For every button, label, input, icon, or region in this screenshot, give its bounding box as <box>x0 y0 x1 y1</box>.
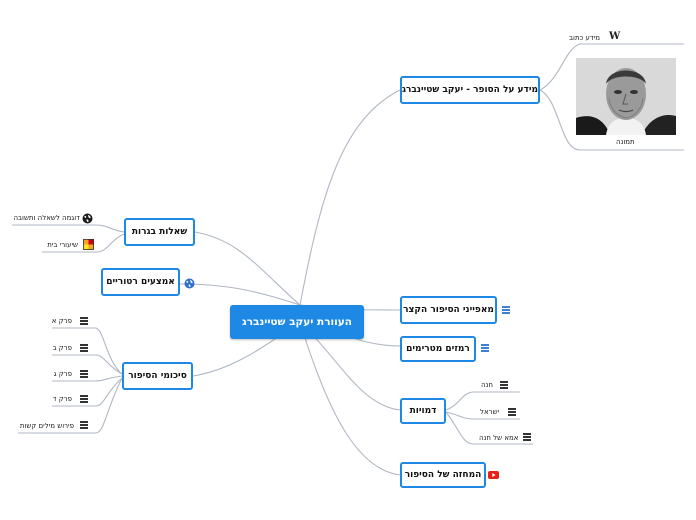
node-play-of-story[interactable]: המחזה של הסיפור <box>400 462 486 488</box>
globe-icon[interactable] <box>184 278 195 289</box>
central-topic[interactable]: העוורת יעקב שטיינברג <box>230 305 364 339</box>
leaf-written-info[interactable]: מידע כתוב <box>568 34 600 42</box>
leaf-chapter-d[interactable]: פרק ד <box>52 395 72 403</box>
leaf-difficult-words[interactable]: פירוש מילים קשות <box>19 422 74 430</box>
notes-icon[interactable] <box>500 381 508 389</box>
leaf-chapter-b[interactable]: פרק ב <box>52 344 72 352</box>
leaf-character-hannah[interactable]: חנה <box>481 381 493 389</box>
notes-icon[interactable] <box>80 344 88 352</box>
notes-icon[interactable] <box>523 433 531 441</box>
author-photo[interactable] <box>576 58 676 135</box>
node-matriculation-questions[interactable]: שאלות בגרות <box>124 218 195 246</box>
leaf-character-mother[interactable]: אמא של חנה <box>479 434 519 442</box>
notes-icon[interactable] <box>80 395 88 403</box>
leaf-sample-question[interactable]: דוגמה לשאלה ותשובה <box>13 214 80 222</box>
notes-icon[interactable] <box>80 317 88 325</box>
node-author-info[interactable]: מידע על הסופר - יעקב שטיינברג <box>400 76 540 104</box>
notes-icon[interactable] <box>508 408 516 416</box>
leaf-chapter-c[interactable]: פרק ג <box>53 370 72 378</box>
node-story-summaries[interactable]: סיכומי הסיפור <box>122 362 193 390</box>
notes-icon[interactable] <box>80 421 88 429</box>
node-rhetorical-devices[interactable]: אמצעים רטוריים <box>101 268 180 296</box>
youtube-icon[interactable] <box>488 471 499 479</box>
leaf-chapter-a[interactable]: פרק א <box>51 317 72 325</box>
node-foreshadowing[interactable]: רמזים מטרימים <box>400 336 476 362</box>
portrait-image <box>576 58 676 135</box>
homework-icon[interactable] <box>83 239 94 250</box>
leaf-image-caption[interactable]: תמונה <box>616 138 635 146</box>
leaf-character-israel[interactable]: ישראל <box>480 408 500 416</box>
notes-icon[interactable] <box>502 306 510 314</box>
leaf-homework[interactable]: שיעורי בית <box>47 241 78 249</box>
notes-icon[interactable] <box>80 370 88 378</box>
wikipedia-icon[interactable]: W <box>609 31 621 42</box>
notes-icon[interactable] <box>481 344 489 352</box>
node-story-characteristics[interactable]: מאפייני הסיפור הקצר <box>400 296 497 324</box>
globe-icon[interactable] <box>82 213 93 224</box>
node-characters[interactable]: דמויות <box>400 398 446 424</box>
